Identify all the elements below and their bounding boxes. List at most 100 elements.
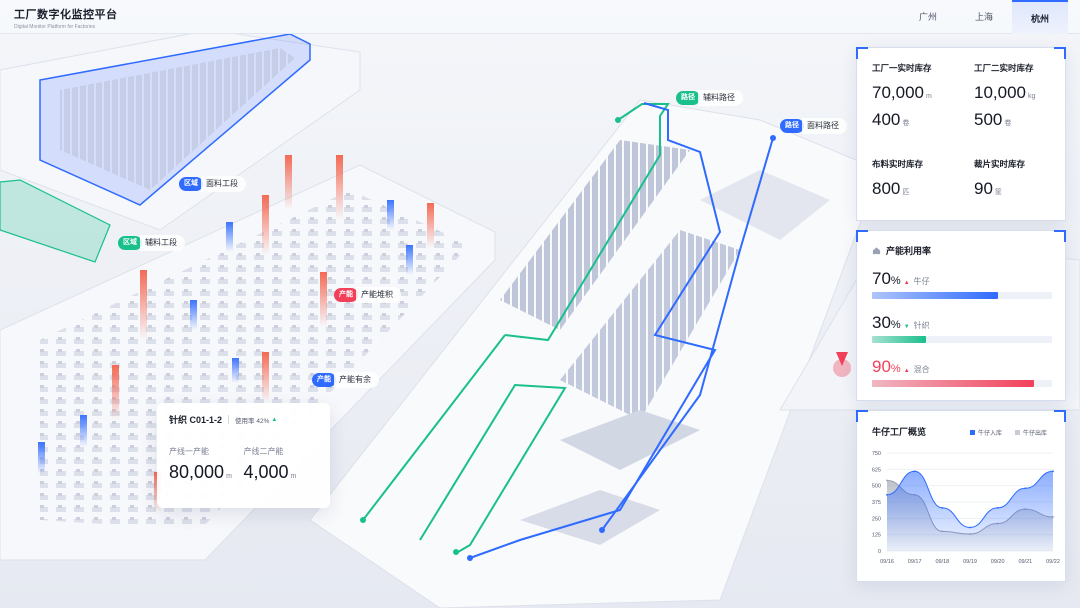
legend-in-label: 牛仔入库 (978, 431, 1003, 437)
capacity-row-mixed: 90% ▲ 混合 (872, 357, 1052, 387)
percent-sign: % (890, 363, 901, 375)
tag-chip: 产能 (312, 373, 336, 387)
capacity-row-knit: 30% ▼ 针织 (872, 313, 1052, 343)
machine-title: 针织 C01-1-2 (169, 415, 223, 425)
line2-label: 产线二产能 (243, 447, 284, 456)
legend-swatch (1015, 430, 1020, 435)
x-tick-label: 09/17 (908, 559, 922, 565)
legend-out[interactable]: 牛仔出库 (1015, 428, 1047, 437)
trend-up-icon: ▲ (903, 368, 910, 374)
series-in-point (1024, 487, 1027, 490)
factory2-unit: kg (1028, 93, 1036, 100)
line2-value: 4,000 (243, 462, 289, 482)
trend-up-icon: ▲ (903, 280, 910, 286)
x-tick-label: 09/22 (1046, 559, 1060, 565)
cloth-unit: 匹 (902, 189, 910, 196)
capacity-head: 90% ▲ 混合 (872, 357, 1052, 377)
y-tick-label: 500 (872, 484, 881, 490)
progress-fill (872, 292, 998, 299)
city-tabs: 广州 上海 杭州 (900, 0, 1068, 34)
factory-icon (872, 247, 881, 255)
capacity-value: 90 (872, 357, 891, 376)
tag-label: 产能有余 (334, 372, 379, 388)
usage-rate: 使用率 42% (235, 417, 270, 425)
progress-track (872, 292, 1052, 299)
x-tick-label: 09/19 (963, 559, 977, 565)
tag-chip: 路径 (780, 119, 804, 133)
capacity-head: 30% ▼ 针织 (872, 313, 1052, 333)
factory1-value: 70,000 (872, 83, 924, 102)
factory1-unit: m (926, 93, 932, 100)
top-header: 工厂数字化监控平台 Digital Monitor Platform for F… (0, 0, 1080, 34)
legend-in[interactable]: 牛仔入库 (970, 428, 1002, 437)
progress-fill (872, 380, 1034, 387)
series-in-point (886, 493, 888, 496)
legend-out-label: 牛仔出库 (1023, 431, 1048, 437)
factory1-label: 工厂一实时库存 (872, 63, 932, 73)
x-tick-label: 09/16 (880, 559, 894, 565)
tag-chip: 路径 (676, 91, 700, 105)
series-in-point (996, 506, 999, 509)
tag-chip: 产能 (334, 288, 358, 302)
cloth-label: 布料实时库存 (872, 159, 924, 169)
capacity-name: 混合 (913, 365, 930, 374)
factory2-value2: 500 (974, 110, 1003, 129)
map-tag-capacity-surplus[interactable]: 产能 产能有余 (312, 372, 379, 388)
line1-value: 80,000 (169, 462, 225, 482)
progress-track (872, 336, 1052, 343)
series-in-point (1052, 470, 1054, 473)
series-in-point (969, 526, 971, 529)
capacity-value-wrap: 70% (872, 269, 901, 289)
app-title: 工厂数字化监控平台 (14, 9, 118, 21)
factory1-unit2: 卷 (902, 120, 910, 127)
line1-label: 产线一产能 (169, 447, 209, 456)
map-tag-capacity-backlog[interactable]: 产能 产能堆积 (334, 287, 401, 303)
tag-label: 面料路径 (802, 118, 847, 134)
tag-label: 辅料路径 (698, 90, 743, 106)
capacity-row-denim: 70% ▲ 牛仔 (872, 269, 1052, 299)
series-in-point (913, 470, 916, 473)
capacity-value: 30 (872, 313, 891, 332)
capacity-panel: 产能利用率 70% ▲ 牛仔 30% ▼ 针织 90% ▲ 混合 (856, 230, 1066, 401)
map-tag-fabric-zone[interactable]: 区域 面料工段 (179, 176, 246, 192)
tab-hangzhou[interactable]: 杭州 (1012, 0, 1068, 34)
capacity-title: 产能利用率 (872, 244, 931, 257)
capacity-name: 针织 (913, 321, 930, 330)
series-in-area (887, 471, 1053, 551)
map-tag-aux-route[interactable]: 路径 辅料路径 (676, 90, 743, 106)
tag-chip: 区域 (118, 236, 142, 250)
factory2-value: 10,000 (974, 83, 1026, 102)
factory1-value2: 400 (872, 110, 901, 129)
percent-sign: % (890, 275, 901, 287)
series-out-point (886, 479, 888, 482)
tab-shanghai[interactable]: 上海 (974, 12, 993, 22)
tab-guangzhou[interactable]: 广州 (918, 12, 937, 22)
map-tag-fabric-route[interactable]: 路径 面料路径 (780, 118, 847, 134)
capacity-value: 70 (872, 269, 891, 288)
tag-label: 辅料工段 (140, 235, 185, 251)
divider (228, 415, 230, 424)
info-card-header: 针织 C01-1-2 使用率 42% ▲ (169, 413, 318, 426)
y-tick-label: 0 (878, 549, 881, 555)
capacity-value-wrap: 90% (872, 357, 901, 377)
tag-label: 产能堆积 (356, 287, 401, 303)
legend-swatch (970, 430, 975, 435)
map-tag-aux-zone[interactable]: 区域 辅料工段 (118, 235, 185, 251)
y-tick-label: 625 (872, 467, 881, 473)
cloth-value: 800 (872, 179, 901, 198)
brand: 工厂数字化监控平台 Digital Monitor Platform for F… (14, 6, 118, 30)
